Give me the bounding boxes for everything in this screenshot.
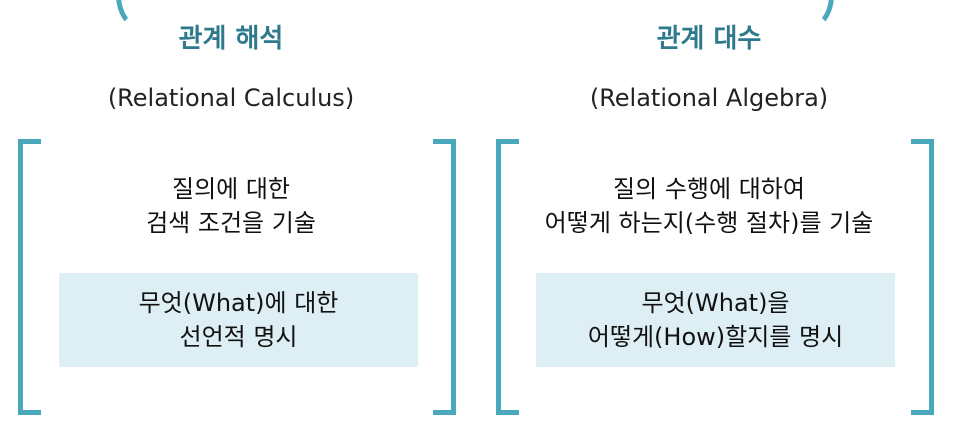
panel-title: 관계 대수 bbox=[656, 24, 762, 54]
right-bracket bbox=[433, 139, 456, 415]
panel-subtitle: (Relational Calculus) bbox=[107, 84, 355, 112]
right-bracket bbox=[911, 139, 934, 415]
highlight-box: 무엇(What)을 어떻게(How)할지를 명시 bbox=[536, 273, 895, 367]
highlight-line: 무엇(What)을 bbox=[641, 289, 790, 317]
description-line: 검색 조건을 기술 bbox=[146, 209, 316, 237]
relational-calculus-panel: 관계 해석 (Relational Calculus) 질의에 대한 검색 조건… bbox=[6, 0, 456, 441]
panel-description: 질의 수행에 대하여 어떻게 하는지(수행 절차)를 기술 bbox=[484, 172, 934, 240]
panel-description: 질의에 대한 검색 조건을 기술 bbox=[6, 172, 456, 240]
highlight-line: 선언적 명시 bbox=[179, 323, 298, 351]
relational-algebra-panel: 관계 대수 (Relational Algebra) 질의 수행에 대하여 어떻… bbox=[484, 0, 934, 441]
left-bracket bbox=[496, 139, 519, 415]
highlight-box: 무엇(What)에 대한 선언적 명시 bbox=[59, 273, 418, 367]
description-line: 어떻게 하는지(수행 절차)를 기술 bbox=[544, 209, 874, 237]
panel-title: 관계 해석 bbox=[178, 24, 284, 54]
highlight-line: 무엇(What)에 대한 bbox=[138, 289, 339, 317]
description-line: 질의 수행에 대하여 bbox=[613, 175, 805, 203]
highlight-line: 어떻게(How)할지를 명시 bbox=[587, 323, 844, 351]
left-bracket bbox=[18, 139, 41, 415]
panel-subtitle: (Relational Algebra) bbox=[589, 84, 829, 112]
description-line: 질의에 대한 bbox=[171, 175, 291, 203]
